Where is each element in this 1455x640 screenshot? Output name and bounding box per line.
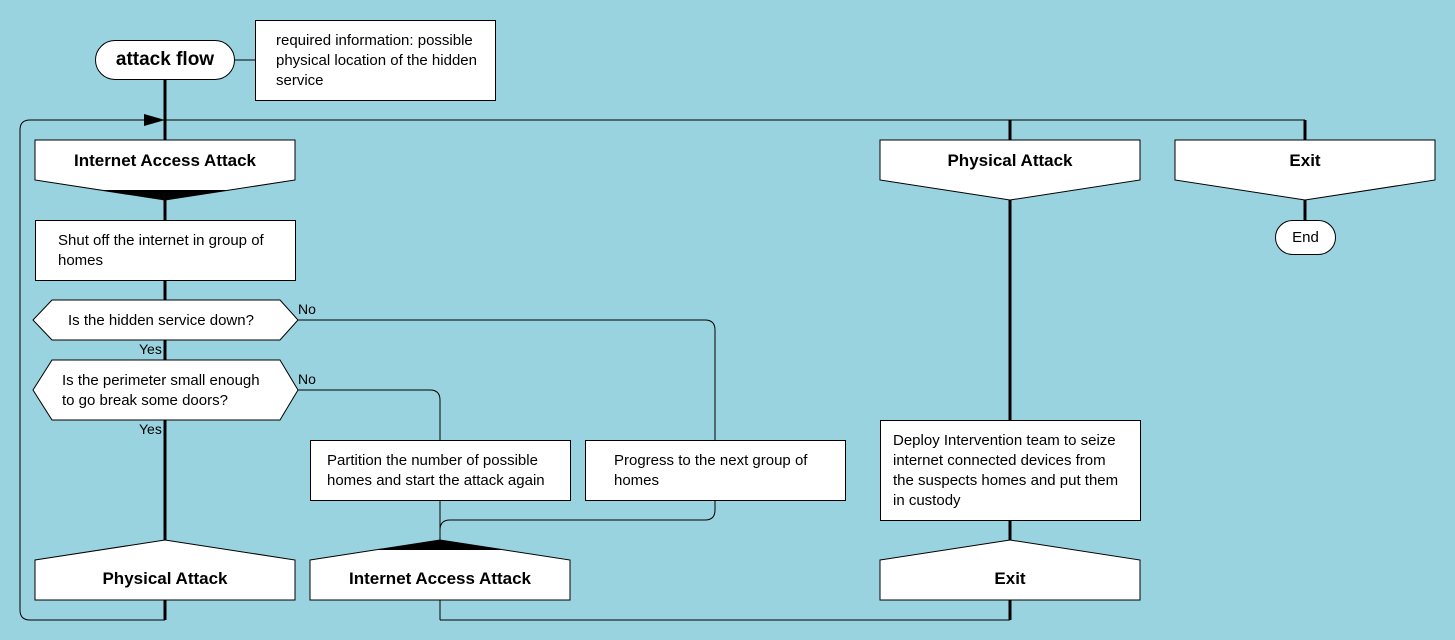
footer-internet-label: Internet Access Attack	[348, 569, 532, 588]
shutoff-step: Shut off the internet in group of homes	[35, 220, 296, 281]
header-internet-label: Internet Access Attack	[73, 151, 257, 170]
decision-2-yes-label: Yes	[139, 421, 162, 437]
decision-1-yes-label: Yes	[139, 341, 162, 357]
start-terminal: attack flow	[95, 40, 235, 80]
footer-shape-internet	[309, 539, 571, 601]
merge-connector	[439, 500, 716, 540]
no-connector-1	[298, 319, 716, 440]
footer-internet: Internet Access Attack	[310, 540, 570, 600]
info-note: required information: possible physical …	[255, 20, 496, 101]
partition-step-text: Partition the number of possible homes a…	[327, 452, 545, 489]
loop-connector	[19, 119, 1305, 621]
header-exit-label: Exit	[1289, 151, 1321, 170]
header-internet: Internet Access Attack	[35, 140, 295, 200]
header-shape-physical	[879, 139, 1141, 201]
decision-2-text: Is the perimeter small enough to go brea…	[62, 372, 260, 409]
footer-exit: Exit	[880, 540, 1140, 600]
footer-physical: Physical Attack	[35, 540, 295, 600]
footer-marker-internet	[375, 540, 505, 550]
footer-shape-exit	[879, 539, 1141, 601]
end-label: End	[1292, 229, 1319, 246]
shutoff-step-text: Shut off the internet in group of homes	[58, 232, 264, 269]
progress-step: Progress to the next group of homes	[585, 440, 846, 501]
decision-shape-1	[32, 299, 299, 341]
header-shape-exit	[1174, 139, 1436, 201]
partition-step: Partition the number of possible homes a…	[310, 440, 571, 501]
arrowhead-icon	[144, 114, 165, 126]
deploy-step: Deploy Intervention team to seize intern…	[880, 420, 1141, 521]
header-physical-label: Physical Attack	[947, 151, 1073, 170]
header-physical: Physical Attack	[880, 140, 1140, 200]
decision-1-no-label: No	[298, 301, 316, 317]
start-title: attack flow	[115, 49, 215, 70]
decision-shape-2	[32, 359, 299, 421]
info-note-text: required information: possible physical …	[276, 32, 477, 89]
footer-exit-label: Exit	[994, 569, 1026, 588]
progress-step-text: Progress to the next group of homes	[614, 452, 808, 489]
decision-1-text: Is the hidden service down?	[68, 312, 254, 329]
header-exit: Exit	[1175, 140, 1435, 200]
end-terminal: End	[1275, 220, 1336, 255]
header-marker-internet	[100, 190, 230, 200]
footer-physical-label: Physical Attack	[102, 569, 228, 588]
decision-2-no-label: No	[298, 371, 316, 387]
footer-shape-physical	[34, 539, 296, 601]
deploy-step-text: Deploy Intervention team to seize intern…	[893, 432, 1119, 509]
no-connector-2	[298, 389, 441, 440]
